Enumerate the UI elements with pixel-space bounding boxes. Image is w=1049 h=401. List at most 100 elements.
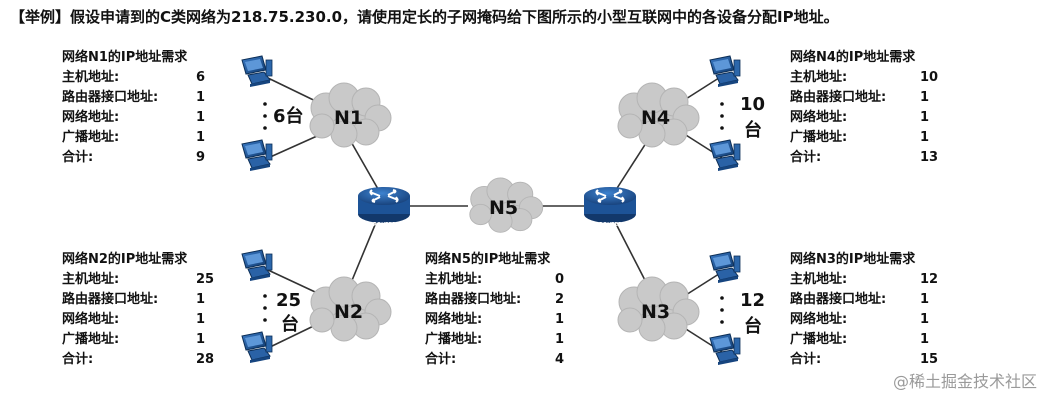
- requirement-value: 28: [196, 352, 215, 367]
- pc-icon: [709, 251, 741, 284]
- requirement-label: 路由器接口地址:: [425, 292, 522, 307]
- requirements-n2: 网络N2的IP地址需求 主机地址: 25 路由器接口地址: 1 网络地址: 1 广播地…: [62, 250, 214, 370]
- requirement-row: 合计: 9: [62, 148, 205, 168]
- requirement-row: 合计: 13: [790, 148, 938, 168]
- requirement-label: 网络地址:: [62, 312, 120, 327]
- requirement-row: 路由器接口地址: 1: [790, 290, 929, 310]
- network-label-n1: N1: [334, 107, 363, 129]
- requirement-row: 广播地址: 1: [62, 330, 205, 350]
- requirement-label: 主机地址:: [790, 70, 848, 85]
- requirements-n5: 网络N5的IP地址需求 主机地址: 0 路由器接口地址: 2 网络地址: 1 广播地址…: [425, 250, 564, 370]
- requirement-value: 0: [555, 272, 565, 287]
- requirement-value: 1: [920, 332, 930, 347]
- requirement-value: 1: [920, 90, 930, 105]
- requirement-value: 1: [196, 312, 206, 327]
- requirement-value: 12: [920, 272, 939, 287]
- requirement-value: 1: [196, 90, 206, 105]
- requirement-row: 网络地址: 1: [425, 310, 564, 330]
- host-count-n3-unit: 台: [744, 315, 762, 337]
- router-left: ROUTER: [358, 187, 410, 228]
- requirement-label: 广播地址:: [62, 332, 120, 347]
- requirement-label: 合计:: [790, 352, 822, 367]
- link-router2-n3: [611, 215, 651, 291]
- page-title: 【举例】假设申请到的C类网络为218.75.230.0，请使用定长的子网掩码给下…: [10, 8, 839, 26]
- requirement-value: 1: [920, 110, 930, 125]
- requirement-row: 路由器接口地址: 1: [790, 88, 929, 108]
- pc-icon: [709, 333, 741, 366]
- requirement-value: 1: [920, 130, 930, 145]
- host-count-n2-unit: 台: [281, 313, 299, 335]
- requirement-label: 广播地址:: [790, 130, 848, 145]
- requirement-value: 1: [196, 292, 206, 307]
- requirement-label: 路由器接口地址:: [790, 292, 887, 307]
- pc-icon: [241, 55, 273, 88]
- router-arrows-icon: [369, 189, 399, 203]
- pc-icon: [241, 249, 273, 282]
- requirement-row: 广播地址: 1: [790, 128, 929, 148]
- host-count-n3-number: 12: [740, 290, 765, 311]
- requirement-label: 网络地址:: [425, 312, 483, 327]
- requirement-label: 主机地址:: [425, 272, 483, 287]
- pc-icon: [241, 139, 273, 172]
- requirement-row: 主机地址:6: [62, 68, 205, 88]
- router-label: ROUTER: [373, 222, 396, 228]
- requirements-n4: 网络N4的IP地址需求 主机地址: 10 路由器接口地址: 1 网络地址: 1 广播地…: [790, 48, 938, 168]
- requirement-label: 主机地址:: [62, 70, 120, 85]
- requirement-value: 1: [196, 110, 206, 125]
- requirement-row: 合计: 28: [62, 350, 214, 370]
- requirements-heading: 网络N2的IP地址需求: [62, 252, 188, 267]
- host-count-n2-number: 25: [276, 290, 301, 311]
- pc-icon: [709, 139, 741, 172]
- link-router2-n4: [611, 139, 649, 197]
- requirement-label: 路由器接口地址:: [62, 292, 159, 307]
- requirement-row: 广播地址:1: [425, 330, 564, 350]
- requirement-value: 25: [196, 272, 215, 287]
- requirement-row: 广播地址: 1: [790, 330, 929, 350]
- router-arrows-icon: [595, 189, 625, 203]
- requirement-row: 路由器接口地址: 1: [62, 88, 205, 108]
- requirement-value: 4: [555, 352, 565, 367]
- requirement-value: 1: [196, 332, 206, 347]
- router-label: ROUTER: [599, 222, 622, 228]
- watermark: @稀土掘金技术社区: [892, 372, 1037, 391]
- requirement-label: 网络地址:: [790, 312, 848, 327]
- requirement-label: 主机地址:: [62, 272, 120, 287]
- requirement-value: 1: [196, 130, 206, 145]
- requirement-value: 15: [920, 352, 939, 367]
- requirement-label: 网络地址:: [62, 110, 120, 125]
- pc-icon: [709, 55, 741, 88]
- requirement-row: 路由器接口地址: 1: [62, 290, 205, 310]
- requirement-label: 路由器接口地址:: [790, 90, 887, 105]
- requirement-label: 路由器接口地址:: [62, 90, 159, 105]
- network-label-n2: N2: [334, 301, 363, 323]
- requirement-label: 合计:: [790, 150, 822, 165]
- network-label-n4: N4: [641, 107, 670, 129]
- requirement-value: 2: [555, 292, 565, 307]
- requirements-heading: 网络N1的IP地址需求: [62, 50, 188, 65]
- requirement-label: 合计:: [62, 150, 94, 165]
- router-right: ROUTER: [584, 187, 636, 228]
- ellipsis-dots: [263, 102, 724, 324]
- requirement-value: 1: [555, 312, 565, 327]
- requirements-heading: 网络N4的IP地址需求: [790, 50, 916, 65]
- requirement-row: 广播地址:1: [62, 128, 205, 148]
- link-n1-router1: [349, 139, 383, 197]
- requirement-value: 9: [196, 150, 206, 165]
- requirement-label: 主机地址:: [790, 272, 848, 287]
- requirement-label: 广播地址:: [790, 332, 848, 347]
- requirement-label: 广播地址:: [425, 332, 483, 347]
- requirement-label: 网络地址:: [790, 110, 848, 125]
- requirement-value: 1: [920, 292, 930, 307]
- requirement-row: 路由器接口地址: 2: [425, 290, 564, 310]
- host-count-n4-number: 10: [740, 94, 765, 115]
- requirement-value: 13: [920, 150, 939, 165]
- requirement-label: 合计:: [62, 352, 94, 367]
- requirement-value: 10: [920, 70, 939, 85]
- requirement-row: 网络地址:1: [790, 310, 929, 330]
- requirement-row: 主机地址: 0: [425, 270, 564, 290]
- requirements-heading: 网络N5的IP地址需求: [425, 252, 551, 267]
- requirement-row: 合计:4: [425, 350, 564, 370]
- requirement-row: 网络地址: 1: [62, 310, 205, 330]
- host-count-n4-unit: 台: [744, 119, 762, 141]
